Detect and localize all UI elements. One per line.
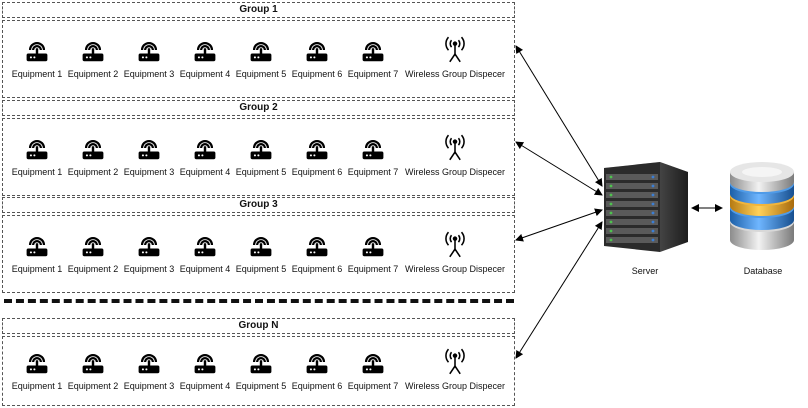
connector-group-1 [515, 45, 603, 187]
server-rack-icon[interactable] [598, 160, 690, 256]
wireless-group-dispatcher[interactable]: Wireless Group Dispecer [400, 349, 510, 391]
equipment-4[interactable]: Equipment 4 [177, 37, 233, 79]
equipment-3[interactable]: Equipment 3 [121, 135, 177, 177]
wireless-group-dispatcher[interactable]: Wireless Group Dispecer [400, 232, 510, 274]
equipment-label: Equipment 2 [67, 69, 119, 79]
equipment-label: Equipment 5 [235, 69, 287, 79]
connector-group-2 [515, 141, 603, 196]
dispatcher-label: Wireless Group Dispecer [404, 69, 506, 79]
wireless-group-dispatcher[interactable]: Wireless Group Dispecer [400, 135, 510, 177]
group-title: Group 2 [2, 100, 515, 116]
equipment-2[interactable]: Equipment 2 [65, 135, 121, 177]
equipment-label: Equipment 7 [347, 167, 399, 177]
equipment-5[interactable]: Equipment 5 [233, 37, 289, 79]
equipment-label: Equipment 2 [67, 167, 119, 177]
server-label: Server [631, 266, 659, 276]
equipment-label: Equipment 4 [179, 264, 231, 274]
dispatcher-label: Wireless Group Dispecer [404, 264, 506, 274]
group-body: Equipment 1 Equipment 2 Equipment 3 Equi… [2, 336, 515, 406]
group-title: Group 1 [2, 2, 515, 18]
wireless-group-dispatcher[interactable]: Wireless Group Dispecer [400, 37, 510, 79]
equipment-7[interactable]: Equipment 7 [345, 232, 401, 274]
equipment-label: Equipment 4 [179, 167, 231, 177]
equipment-1[interactable]: Equipment 1 [9, 232, 65, 274]
equipment-2[interactable]: Equipment 2 [65, 349, 121, 391]
equipment-label: Equipment 2 [67, 264, 119, 274]
equipment-label: Equipment 3 [123, 167, 175, 177]
group-title: Group N [2, 318, 515, 334]
database-icon[interactable] [726, 160, 798, 256]
equipment-label: Equipment 3 [123, 69, 175, 79]
equipment-7[interactable]: Equipment 7 [345, 37, 401, 79]
equipment-2[interactable]: Equipment 2 [65, 37, 121, 79]
equipment-label: Equipment 6 [291, 69, 343, 79]
ellipsis-separator [4, 299, 514, 303]
equipment-label: Equipment 1 [11, 69, 63, 79]
equipment-1[interactable]: Equipment 1 [9, 135, 65, 177]
group-body: Equipment 1 Equipment 2 Equipment 3 Equi… [2, 118, 515, 196]
equipment-3[interactable]: Equipment 3 [121, 349, 177, 391]
equipment-label: Equipment 4 [179, 381, 231, 391]
equipment-4[interactable]: Equipment 4 [177, 232, 233, 274]
group-body: Equipment 1 Equipment 2 Equipment 3 Equi… [2, 20, 515, 98]
connector-group-3 [515, 208, 603, 242]
equipment-3[interactable]: Equipment 3 [121, 37, 177, 79]
equipment-label: Equipment 1 [11, 381, 63, 391]
equipment-5[interactable]: Equipment 5 [233, 232, 289, 274]
equipment-4[interactable]: Equipment 4 [177, 135, 233, 177]
equipment-1[interactable]: Equipment 1 [9, 349, 65, 391]
equipment-label: Equipment 5 [235, 264, 287, 274]
equipment-4[interactable]: Equipment 4 [177, 349, 233, 391]
equipment-label: Equipment 1 [11, 264, 63, 274]
equipment-label: Equipment 7 [347, 69, 399, 79]
group-title: Group 3 [2, 197, 515, 213]
equipment-2[interactable]: Equipment 2 [65, 232, 121, 274]
equipment-7[interactable]: Equipment 7 [345, 135, 401, 177]
equipment-6[interactable]: Equipment 6 [289, 135, 345, 177]
equipment-label: Equipment 3 [123, 381, 175, 391]
equipment-label: Equipment 6 [291, 167, 343, 177]
equipment-label: Equipment 7 [347, 264, 399, 274]
dispatcher-label: Wireless Group Dispecer [404, 381, 506, 391]
equipment-5[interactable]: Equipment 5 [233, 349, 289, 391]
equipment-1[interactable]: Equipment 1 [9, 37, 65, 79]
equipment-label: Equipment 2 [67, 381, 119, 391]
equipment-label: Equipment 5 [235, 167, 287, 177]
connector-group-n [515, 221, 603, 359]
database-label: Database [743, 266, 783, 276]
equipment-6[interactable]: Equipment 6 [289, 232, 345, 274]
equipment-3[interactable]: Equipment 3 [121, 232, 177, 274]
equipment-label: Equipment 6 [291, 264, 343, 274]
equipment-label: Equipment 6 [291, 381, 343, 391]
equipment-label: Equipment 4 [179, 69, 231, 79]
equipment-5[interactable]: Equipment 5 [233, 135, 289, 177]
equipment-6[interactable]: Equipment 6 [289, 349, 345, 391]
equipment-label: Equipment 7 [347, 381, 399, 391]
equipment-label: Equipment 5 [235, 381, 287, 391]
equipment-label: Equipment 1 [11, 167, 63, 177]
equipment-7[interactable]: Equipment 7 [345, 349, 401, 391]
equipment-6[interactable]: Equipment 6 [289, 37, 345, 79]
equipment-label: Equipment 3 [123, 264, 175, 274]
group-body: Equipment 1 Equipment 2 Equipment 3 Equi… [2, 215, 515, 293]
dispatcher-label: Wireless Group Dispecer [404, 167, 506, 177]
